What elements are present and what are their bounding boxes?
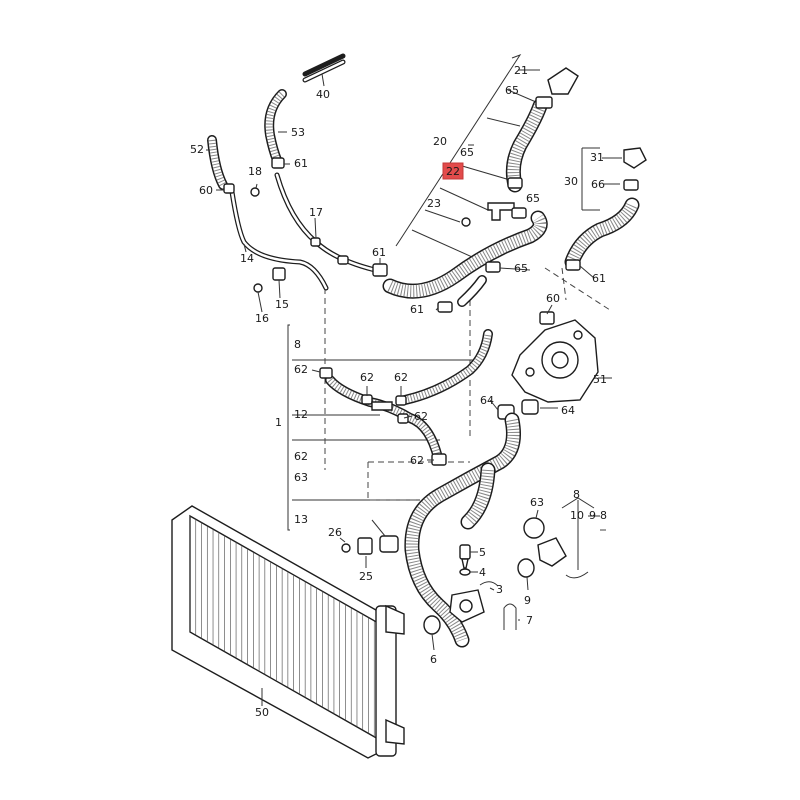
callout-62: 62 bbox=[360, 371, 374, 384]
part-50-radiator bbox=[171, 505, 405, 759]
callout-65: 65 bbox=[526, 192, 540, 205]
leader-lines bbox=[206, 131, 600, 591]
callout-8: 8 bbox=[294, 338, 301, 351]
callout-6: 6 bbox=[430, 653, 437, 666]
callout-64: 64 bbox=[480, 394, 494, 407]
callout-labels: 1 3 4 5 6 7 8 8 9 9 10 12 13 14 15 16 17… bbox=[190, 64, 607, 719]
callout-12: 12 bbox=[294, 408, 308, 421]
callout-63: 63 bbox=[294, 471, 308, 484]
callout-8: 8 bbox=[600, 509, 607, 522]
part-51-thermostat-housing bbox=[497, 311, 612, 420]
callout-20: 20 bbox=[433, 135, 447, 148]
callout-51: 51 bbox=[593, 373, 607, 386]
callout-7: 7 bbox=[526, 614, 533, 627]
callout-65: 65 bbox=[514, 262, 528, 275]
callout-62: 62 bbox=[294, 450, 308, 463]
callout-22-highlight bbox=[442, 162, 464, 180]
callout-26: 26 bbox=[328, 526, 342, 539]
callout-60: 60 bbox=[546, 292, 560, 305]
callout-9: 9 bbox=[524, 594, 531, 607]
callout-61: 61 bbox=[592, 272, 606, 285]
callout-14: 14 bbox=[240, 252, 254, 265]
callout-52: 52 bbox=[190, 143, 204, 156]
callout-3: 3 bbox=[496, 583, 503, 596]
callout-65: 65 bbox=[460, 146, 474, 159]
callout-60: 60 bbox=[199, 184, 213, 197]
callout-21: 21 bbox=[514, 64, 528, 77]
hose-assembly-20 bbox=[382, 67, 579, 313]
callout-40: 40 bbox=[316, 88, 330, 101]
callout-64: 64 bbox=[561, 404, 575, 417]
callout-15: 15 bbox=[275, 298, 289, 311]
callout-66: 66 bbox=[591, 178, 605, 191]
callout-61: 61 bbox=[410, 303, 424, 316]
callout-62: 62 bbox=[394, 371, 408, 384]
callout-16: 16 bbox=[255, 312, 269, 325]
part-40-clip-strip bbox=[302, 53, 346, 87]
callout-30: 30 bbox=[564, 175, 578, 188]
hose-assembly-1 bbox=[319, 329, 493, 466]
callout-23: 23 bbox=[427, 197, 441, 210]
callout-62: 62 bbox=[410, 454, 424, 467]
callout-5: 5 bbox=[479, 546, 486, 559]
callout-50: 50 bbox=[255, 706, 269, 719]
upper-left-hoses bbox=[207, 89, 388, 313]
callout-61: 61 bbox=[294, 157, 308, 170]
callout-18: 18 bbox=[248, 165, 262, 178]
callout-22: 22 bbox=[446, 165, 460, 178]
callout-13: 13 bbox=[294, 513, 308, 526]
callout-25: 25 bbox=[359, 570, 373, 583]
callout-65: 65 bbox=[505, 84, 519, 97]
callout-17: 17 bbox=[309, 206, 323, 219]
callout-62: 62 bbox=[414, 410, 428, 423]
callout-9: 9 bbox=[589, 509, 596, 522]
callout-31: 31 bbox=[590, 151, 604, 164]
callout-63: 63 bbox=[530, 496, 544, 509]
callout-1: 1 bbox=[275, 416, 282, 429]
hose-assembly-30 bbox=[564, 147, 647, 271]
callout-8: 8 bbox=[573, 488, 580, 501]
callout-53: 53 bbox=[291, 126, 305, 139]
callout-10: 10 bbox=[570, 509, 584, 522]
callout-4: 4 bbox=[479, 566, 486, 579]
callout-61: 61 bbox=[372, 246, 386, 259]
lower-radiator-hose bbox=[339, 412, 589, 651]
callout-62: 62 bbox=[294, 363, 308, 376]
